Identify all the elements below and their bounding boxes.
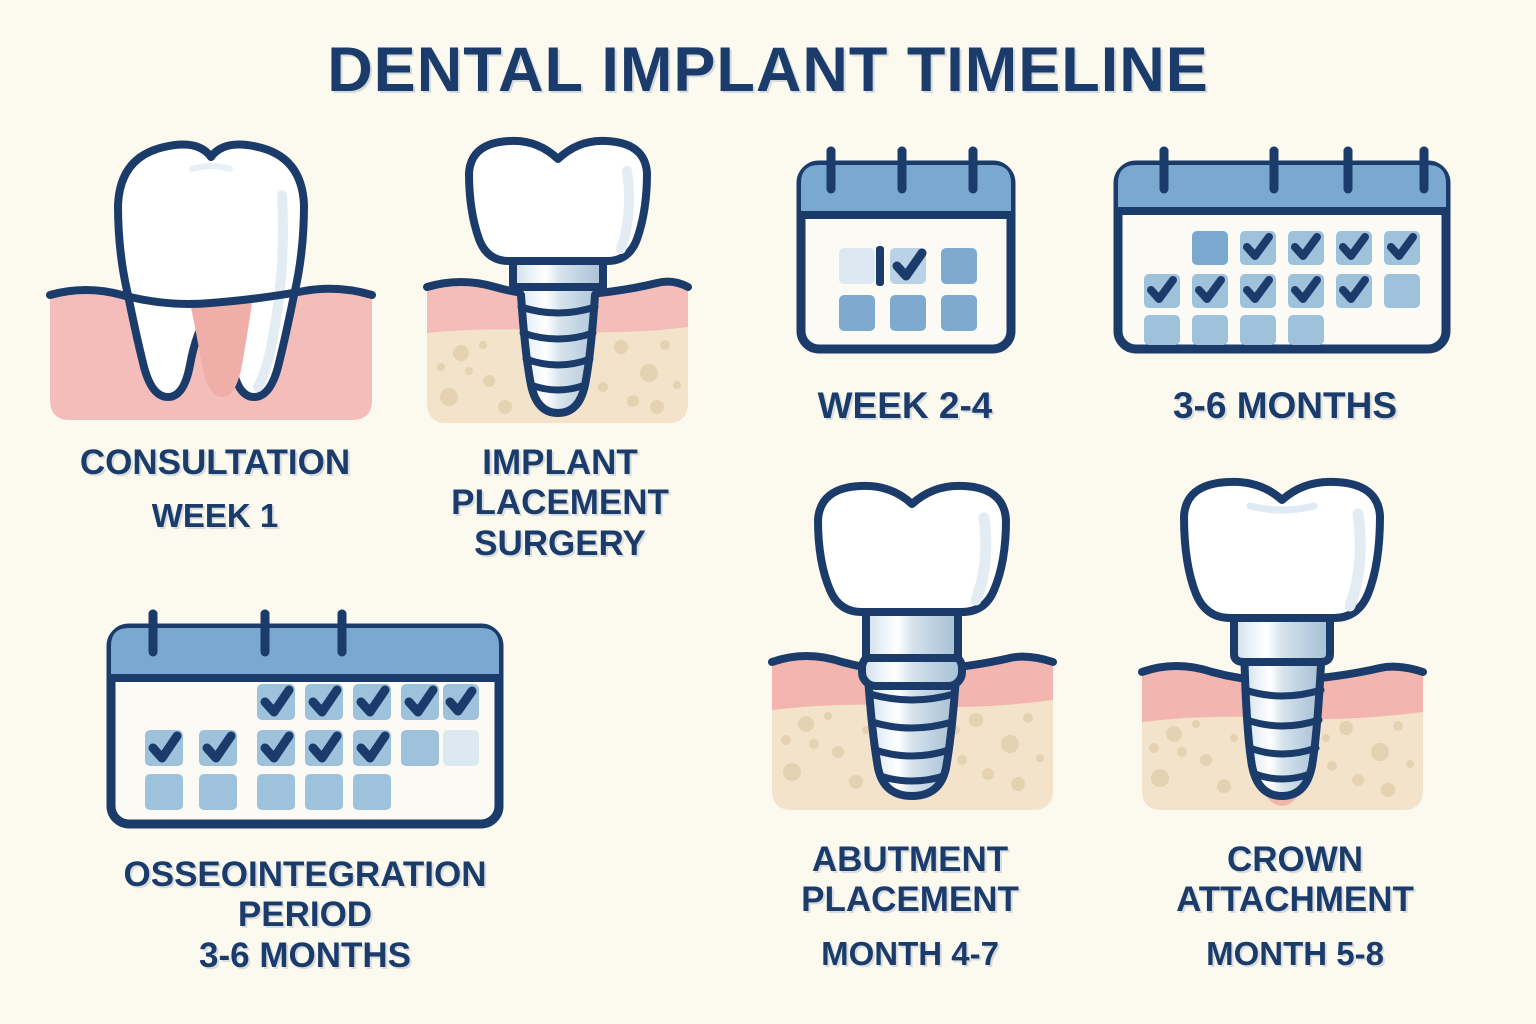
caption-3-6-months: 3-6 MONTHS xyxy=(1110,385,1460,428)
check-icon xyxy=(892,248,927,281)
caption-line: OSSEOINTEGRATION xyxy=(123,855,487,894)
bone-dots xyxy=(1149,720,1414,797)
gum-under-tooth xyxy=(190,303,252,397)
caption-line: ATTACHMENT xyxy=(1176,880,1414,920)
figure-crown-attachment xyxy=(1138,472,1427,817)
cell-filled xyxy=(1384,274,1420,308)
crown-highlight xyxy=(1344,508,1366,612)
crown-highlight xyxy=(616,166,634,254)
figure-implant-placement xyxy=(423,135,692,430)
implant-screw xyxy=(864,673,960,800)
calendar-cells xyxy=(839,246,977,331)
cell-filled xyxy=(839,295,875,331)
cell-filled xyxy=(941,248,977,284)
screw-threads xyxy=(517,303,599,394)
cell-filled xyxy=(890,295,926,331)
caption-time: 3-6 MONTHS xyxy=(1172,385,1398,426)
figure-abutment-placement xyxy=(768,472,1057,817)
figure-calendar-3-6-months xyxy=(1112,143,1452,358)
caption-time: WEEK 1 xyxy=(151,497,279,535)
calendar-rings-front xyxy=(826,146,978,194)
cell-filled xyxy=(941,295,977,331)
crown-shape xyxy=(465,136,651,265)
caption-consultation: CONSULTATION WEEK 1 xyxy=(20,443,410,535)
caption-time: MONTH 4-7 xyxy=(821,934,999,972)
calendar-cells xyxy=(1144,231,1420,345)
cell-filled xyxy=(1288,315,1324,345)
page-title: DENTAL IMPLANT TIMELINE xyxy=(327,35,1209,105)
check-icon xyxy=(260,685,477,717)
cell-light xyxy=(443,730,479,766)
bone-dots xyxy=(437,340,681,414)
check-icon xyxy=(1243,233,1417,260)
caption-line: IMPLANT xyxy=(482,443,638,482)
crown-shape xyxy=(1180,477,1384,622)
figure-calendar-week-2-4 xyxy=(795,143,1017,358)
calendar-cells xyxy=(145,684,479,810)
gum-line xyxy=(46,284,376,308)
crown-shape xyxy=(814,481,1010,616)
crown-highlight xyxy=(970,512,992,606)
cell-filled xyxy=(257,774,295,810)
caption-time: WEEK 2-4 xyxy=(817,385,993,426)
cell-filled xyxy=(353,774,391,810)
caption-line: ABUTMENT xyxy=(811,840,1009,879)
caption-implant-placement: IMPLANT PLACEMENT SURGERY xyxy=(420,443,700,564)
check-icon xyxy=(148,731,390,763)
cell-filled xyxy=(1144,315,1180,345)
caption-line: PLACEMENT xyxy=(801,880,1019,920)
crown-top-highlight xyxy=(1246,502,1318,514)
tooth-highlight xyxy=(189,163,233,172)
caption-osseointegration: OSSEOINTEGRATION PERIOD 3-6 MONTHS xyxy=(20,855,590,976)
tooth-shadow xyxy=(253,190,288,392)
calendar-rings-front xyxy=(1159,146,1429,194)
cell-light-bar xyxy=(839,248,875,284)
bone-dots xyxy=(781,712,1044,791)
calendar-rings-front xyxy=(148,609,347,657)
calendar-header xyxy=(1118,165,1446,211)
cell-filled xyxy=(1192,315,1228,345)
cell-day-marker xyxy=(876,246,884,286)
caption-line: CONSULTATION xyxy=(79,443,351,482)
screw-threads xyxy=(866,690,958,785)
tooth-shape xyxy=(114,140,308,401)
caption-abutment-placement: ABUTMENT PLACEMENT MONTH 4-7 xyxy=(760,840,1060,972)
cell-filled xyxy=(305,774,343,810)
calendar-header xyxy=(111,628,499,678)
caption-line: CROWN xyxy=(1226,840,1364,879)
cell-filled xyxy=(1240,315,1276,345)
caption-line: PERIOD xyxy=(237,895,373,935)
check-icon xyxy=(1147,276,1369,303)
cell-filled xyxy=(401,730,439,766)
cell-filled-dark xyxy=(1192,231,1228,265)
figure-calendar-osseointegration xyxy=(105,608,505,833)
figure-consultation xyxy=(46,135,376,430)
cell-filled xyxy=(199,774,237,810)
caption-time: MONTH 5-8 xyxy=(1206,934,1384,972)
caption-crown-attachment: CROWN ATTACHMENT MONTH 5-8 xyxy=(1140,840,1450,972)
caption-line: SURGERY xyxy=(474,523,646,563)
screw-threads xyxy=(1241,686,1325,783)
caption-week-2-4: WEEK 2-4 xyxy=(755,385,1055,428)
abutment-post xyxy=(1230,614,1334,666)
caption-time: 3-6 MONTHS xyxy=(199,935,411,975)
cell-filled xyxy=(145,774,183,810)
caption-line: PLACEMENT xyxy=(451,483,669,523)
